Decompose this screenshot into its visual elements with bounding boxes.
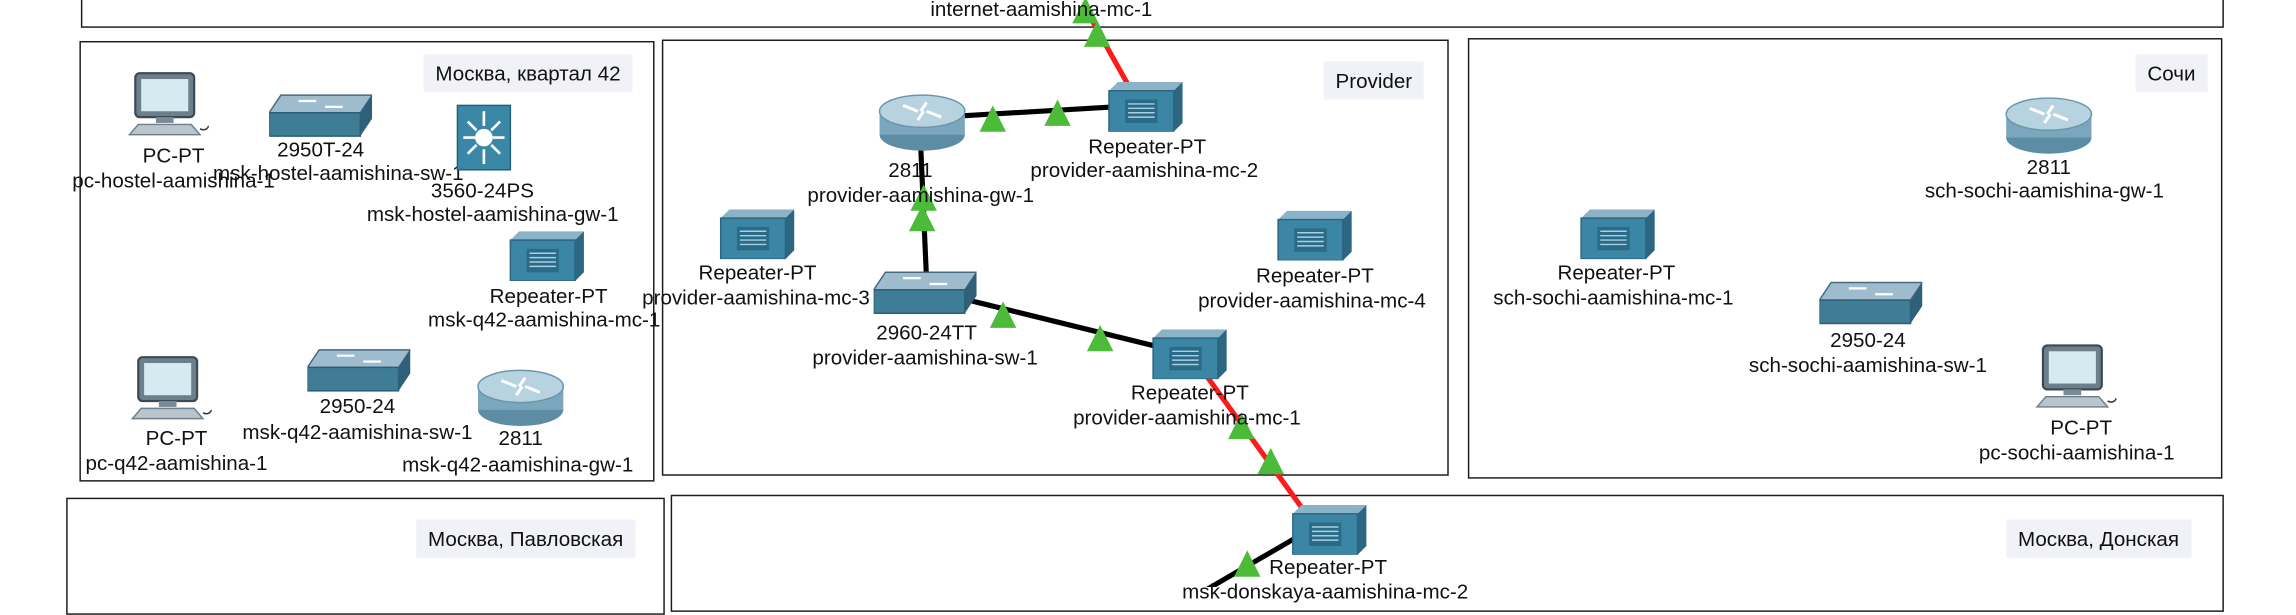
device-model: Repeater-PT [1088, 134, 1207, 159]
zone-title: Москва, Павловская [416, 519, 635, 558]
msk-q42-repeater-device[interactable] [507, 231, 586, 288]
link-status-indicator [1234, 550, 1261, 577]
provider-switch-device[interactable] [872, 269, 978, 323]
msk-q42-router-device[interactable] [475, 366, 566, 435]
device-label: msk-q42-aamishina-sw-1 [242, 420, 473, 444]
repeater-icon [509, 231, 584, 282]
donskaya-repeater-device[interactable] [1290, 505, 1369, 562]
device-model: Repeater-PT [1255, 263, 1374, 287]
device-label: msk-hostel-aamishina-sw-1 [212, 161, 464, 185]
device-model: PC-PT [145, 425, 208, 450]
link-status-indicator [1257, 447, 1285, 475]
device-model: Repeater-PT [698, 260, 817, 284]
provider-router-device[interactable] [877, 91, 968, 160]
device-label: provider-aamishina-mc-2 [1030, 158, 1259, 182]
router-icon [878, 94, 966, 151]
device-model: 2950-24 [1830, 327, 1906, 352]
msk-q42-switch-device[interactable] [306, 347, 412, 401]
link-status-indicator [1228, 412, 1255, 440]
repeater-icon [1292, 505, 1367, 556]
device-label: pc-q42-aamishina-1 [85, 450, 268, 475]
switch-icon [306, 349, 412, 392]
link-status-indicator [1086, 324, 1114, 352]
zone-title: Москва, Донская [2006, 519, 2191, 558]
provider-repeater-1-device[interactable] [1150, 329, 1229, 386]
device-model: Repeater-PT [1130, 380, 1249, 405]
msk-hostel-switch-device[interactable] [267, 92, 374, 146]
pc-q42-device[interactable] [129, 354, 213, 429]
repeater-icon [1580, 209, 1655, 260]
link-status-indicator [989, 301, 1017, 328]
provider-repeater-3-device[interactable] [718, 209, 797, 266]
device-label: pc-hostel-aamishina-1 [72, 168, 275, 192]
zone-title: Москва, квартал 42 [423, 54, 633, 93]
repeater-icon [1152, 329, 1227, 380]
sochi-switch-device[interactable] [1818, 280, 1924, 334]
device-label: msk-hostel-aamishina-gw-1 [366, 202, 619, 226]
provider-repeater-2-device[interactable] [1106, 81, 1185, 139]
sochi-repeater-device[interactable] [1578, 209, 1657, 266]
router-icon [2005, 97, 2093, 154]
device-model: Repeater-PT [1269, 554, 1388, 579]
device-model: 2811 [498, 425, 543, 450]
device-model: Repeater-PT [1557, 260, 1676, 284]
link-status-indicator [1072, 0, 1099, 24]
repeater-icon [1108, 81, 1183, 133]
router-icon [477, 369, 565, 426]
msk-hostel-gateway-device[interactable] [454, 102, 513, 180]
pc-icon [2035, 344, 2118, 408]
pc-hostel-device[interactable] [126, 70, 210, 145]
device-label: msk-q42-aamishina-mc-1 [428, 307, 661, 331]
pc-icon [127, 72, 210, 136]
device-label: provider-aamishina-gw-1 [807, 182, 1035, 207]
device-label: internet-aamishina-mc-1 [930, 0, 1153, 21]
zone-title: Сочи [2135, 54, 2208, 93]
device-label: provider-aamishina-mc-4 [1198, 288, 1426, 312]
sochi-router-device[interactable] [2003, 94, 2094, 163]
pc-sochi-device[interactable] [2034, 343, 2118, 418]
fiber-link[interactable] [1195, 361, 1320, 532]
link-status-indicator [1083, 20, 1111, 47]
repeater-icon [1277, 210, 1352, 262]
device-model: PC-PT [2050, 415, 2113, 440]
device-label: pc-sochi-aamishina-1 [1978, 440, 2175, 465]
device-model: 3560-24PS [430, 178, 534, 203]
device-model: 2811 [888, 158, 933, 182]
link-status-indicator [1044, 99, 1071, 126]
provider-repeater-4-device[interactable] [1275, 210, 1354, 268]
device-label: provider-aamishina-sw-1 [812, 345, 1038, 369]
link-status-indicator [908, 204, 936, 232]
device-label: sch-sochi-aamishina-sw-1 [1748, 352, 1987, 377]
device-label: provider-aamishina-mc-1 [1073, 405, 1301, 429]
switch-icon [872, 271, 978, 314]
link-status-indicator [979, 105, 1007, 132]
pc-icon [130, 356, 213, 420]
multilayer-switch-icon [456, 104, 512, 171]
repeater-icon [719, 209, 795, 260]
device-model: 2960-24TT [876, 320, 977, 344]
zone-title: Provider [1323, 61, 1424, 100]
copper-link[interactable] [941, 102, 1139, 120]
zone-top [80, 0, 2224, 28]
link-status-indicator [910, 184, 937, 211]
switch-icon [1818, 281, 1924, 325]
device-model: 2811 [2026, 155, 2071, 179]
device-model: 2950-24 [319, 393, 396, 418]
device-label: sch-sochi-aamishina-gw-1 [1924, 178, 2165, 203]
device-model: 2950T-24 [277, 137, 365, 162]
device-label: msk-donskaya-aamishina-mc-2 [1182, 579, 1469, 604]
switch-icon [267, 94, 374, 137]
device-model: PC-PT [142, 143, 205, 167]
device-label: sch-sochi-aamishina-mc-1 [1493, 285, 1734, 309]
device-label: msk-q42-aamishina-gw-1 [402, 452, 634, 476]
device-model: Repeater-PT [489, 283, 608, 308]
device-label: provider-aamishina-mc-3 [642, 285, 870, 309]
